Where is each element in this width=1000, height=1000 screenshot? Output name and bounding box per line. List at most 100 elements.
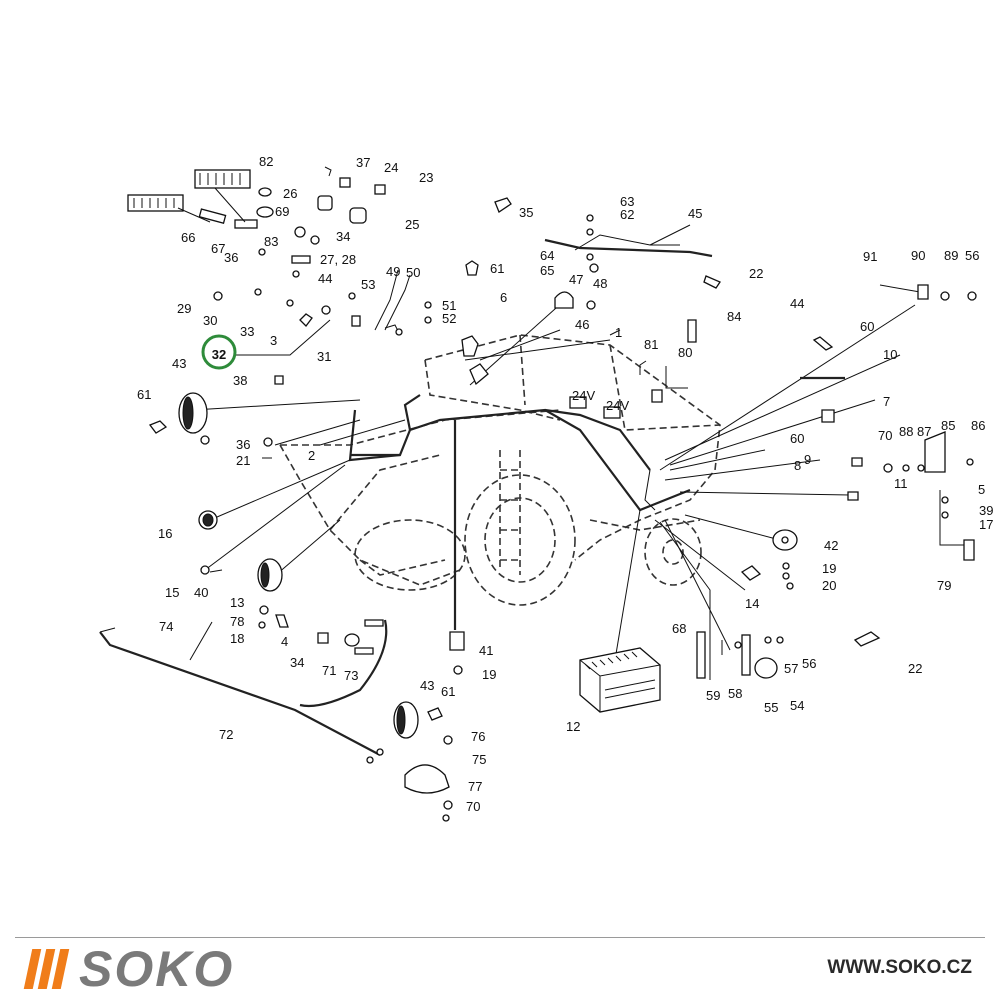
callout-36b: 36 — [236, 437, 250, 452]
callout-68: 68 — [672, 621, 686, 636]
callout-61: 61 — [490, 261, 504, 276]
callout-43b: 43 — [420, 678, 434, 693]
callout-50: 50 — [406, 265, 420, 280]
callout-18: 18 — [230, 631, 244, 646]
callout-49: 49 — [386, 264, 400, 279]
callout-53: 53 — [361, 277, 375, 292]
callout-63: 63 — [620, 194, 634, 209]
callout-60b: 60 — [790, 431, 804, 446]
callout-58: 58 — [728, 686, 742, 701]
callout-60: 60 — [860, 319, 874, 334]
callout-22b: 22 — [908, 661, 922, 676]
callout-69: 69 — [275, 204, 289, 219]
callout-37: 37 — [356, 155, 370, 170]
callout-11: 11 — [894, 476, 908, 491]
top-left-parts — [127, 166, 721, 403]
callout-44: 44 — [318, 271, 332, 286]
callout-40: 40 — [194, 585, 208, 600]
callout-12: 12 — [566, 719, 580, 734]
callout-87: 87 — [917, 424, 931, 439]
soko-logo[interactable]: SOKO — [23, 941, 235, 997]
callout-91: 91 — [863, 249, 877, 264]
website-link[interactable]: WWW.SOKO.CZ — [827, 957, 972, 978]
callout-57: 57 — [784, 661, 798, 676]
callout-33: 33 — [240, 324, 254, 339]
callout-51: 51 — [442, 298, 456, 313]
callout-75: 75 — [472, 752, 486, 767]
callout-34b: 34 — [290, 655, 304, 670]
callout-62: 62 — [620, 207, 634, 222]
callout-17: 17 — [979, 517, 993, 532]
callout-35: 35 — [519, 205, 533, 220]
callout-10: 10 — [883, 347, 897, 362]
callout-16: 16 — [158, 526, 172, 541]
callout-81: 81 — [644, 337, 658, 352]
callout-73: 73 — [344, 668, 358, 683]
callout-72: 72 — [219, 727, 233, 742]
callout-44b: 44 — [790, 296, 804, 311]
callout-48: 48 — [593, 276, 607, 291]
callout-90: 90 — [911, 248, 925, 263]
callout-76: 76 — [471, 729, 485, 744]
callout-labels: 82 37 24 23 26 69 83 34 25 66 67 36 27, … — [137, 154, 993, 814]
callout-65: 65 — [540, 263, 554, 278]
callout-67: 67 — [211, 241, 225, 256]
footer-divider — [15, 937, 985, 938]
callout-45: 45 — [688, 206, 702, 221]
leader-lines — [192, 224, 916, 680]
callout-55: 55 — [764, 700, 778, 715]
cable-72 — [99, 631, 381, 756]
callout-27-28: 27, 28 — [320, 252, 356, 267]
callout-70b: 70 — [466, 799, 480, 814]
callout-25: 25 — [405, 217, 419, 232]
callout-20: 20 — [822, 578, 836, 593]
battery — [579, 647, 661, 713]
battery-label-right: 24V — [606, 398, 629, 413]
callout-14: 14 — [745, 596, 759, 611]
callout-74: 74 — [159, 619, 173, 634]
callout-79: 79 — [937, 578, 951, 593]
callout-39: 39 — [979, 503, 993, 518]
callout-5: 5 — [978, 482, 985, 497]
callout-82: 82 — [259, 154, 273, 169]
right-parts — [696, 284, 977, 679]
battery-labels: 24V 24V — [569, 388, 629, 419]
callout-41: 41 — [479, 643, 493, 658]
callout-13: 13 — [230, 595, 244, 610]
callout-6: 6 — [500, 290, 507, 305]
callout-22: 22 — [749, 266, 763, 281]
callout-2: 2 — [308, 448, 315, 463]
callout-89: 89 — [944, 248, 958, 263]
callout-85: 85 — [941, 418, 955, 433]
callout-78: 78 — [230, 614, 244, 629]
logo-bars-icon — [23, 949, 70, 989]
callout-29: 29 — [177, 301, 191, 316]
callout-61b: 61 — [137, 387, 151, 402]
callout-56: 56 — [965, 248, 979, 263]
highlight-label: 32 — [212, 347, 226, 362]
brand-name: SOKO — [79, 941, 235, 997]
callout-80: 80 — [678, 345, 692, 360]
callout-54: 54 — [790, 698, 804, 713]
callout-70: 70 — [878, 428, 892, 443]
callout-47: 47 — [569, 272, 583, 287]
callout-31: 31 — [317, 349, 331, 364]
callout-43: 43 — [172, 356, 186, 371]
callout-38: 38 — [233, 373, 247, 388]
callout-86: 86 — [971, 418, 985, 433]
callout-9: 9 — [804, 452, 811, 467]
callout-7: 7 — [883, 394, 890, 409]
callout-52: 52 — [442, 311, 456, 326]
callout-8: 8 — [794, 458, 801, 473]
callout-34: 34 — [336, 229, 350, 244]
callout-61c: 61 — [441, 684, 455, 699]
callout-19b: 19 — [482, 667, 496, 682]
callout-71: 71 — [322, 663, 336, 678]
callout-1: 1 — [615, 325, 622, 340]
lamps-and-lower-parts — [148, 392, 465, 822]
callout-84: 84 — [727, 309, 741, 324]
callout-46: 46 — [575, 317, 589, 332]
callout-30: 30 — [203, 313, 217, 328]
callout-21: 21 — [236, 453, 250, 468]
